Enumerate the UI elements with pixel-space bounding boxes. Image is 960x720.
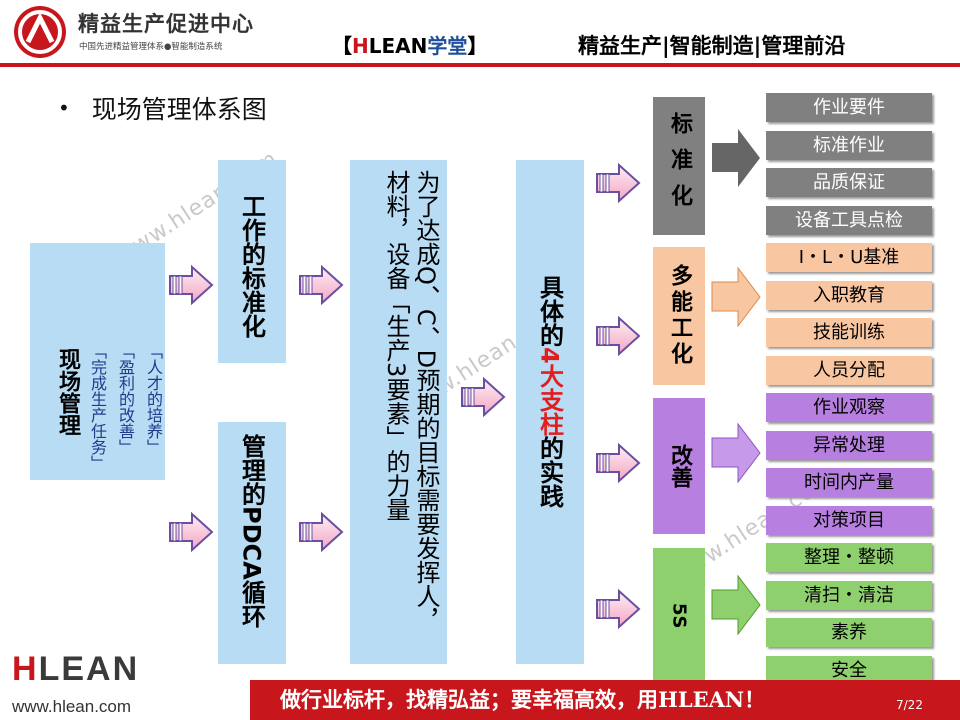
header-divider [0,63,960,67]
arrow-icon [711,422,761,484]
goal-item: 「人才的培养」 [144,343,163,455]
slide-title-text: 现场管理体系图 [91,95,267,124]
pillar-item: 品质保证 [766,168,932,197]
pillar-item: 人员分配 [766,356,932,385]
practice-label: 具体的4大支柱的实践 [533,275,568,664]
practice-after: 的实践 [535,435,564,508]
brand-open: 【 [332,34,352,58]
pillar-label: 多能工化 [667,264,692,368]
standardized-work-box: 工作的标准化 [218,160,286,363]
footer-slogan: 做行业标杆，找精弘益；要幸福高效，用HLEAN！ [280,687,766,712]
pillar-item: 整理・整顿 [766,543,932,572]
field-management-box: 现场管理 「人才的培养」 「盈利的改善」 「完成生产任务」 [30,243,165,480]
footer-logo-h: H [12,650,39,688]
purpose-box: 为了达成Q、C、D预期的目标需要发挥人，材料，设备「生产3要素」的力量 [350,160,447,664]
footer-logo: HLEAN [12,650,139,689]
page-number: 7/22 [896,698,923,712]
pillar-label: 5S [668,603,690,629]
arrow-icon [711,574,761,636]
pillar-label: 标准化 [667,112,692,220]
pillar-label: 改善 [667,444,692,488]
pillar-5s: 5S [653,548,705,684]
brand-title: 【HLEAN学堂】 [332,30,487,59]
brand-h: H [352,34,369,58]
arrow-icon [596,317,640,355]
slide-title: • 现场管理体系图 [58,90,267,126]
arrow-icon [461,378,505,416]
practice-highlight: 4大支柱 [535,347,564,436]
arrow-icon [169,266,213,304]
pillar-item: 素养 [766,618,932,647]
arrow-icon [596,444,640,482]
pillar-item: 设备工具点检 [766,206,932,235]
practice-before: 具体的 [535,275,564,347]
pillar-item: I・L・U基准 [766,243,932,272]
pillar-kaizen: 改善 [653,398,705,534]
field-management-label: 现场管理 [55,348,80,436]
pdca-cycle-box: 管理的PDCA循环 [218,422,286,664]
footer-bar [250,680,960,720]
arrow-icon [299,266,343,304]
arrow-icon [711,266,761,328]
pillar-item: 作业观察 [766,393,932,422]
practice-box: 具体的4大支柱的实践 [516,160,584,664]
org-subtitle: 中国先进精益管理体系●智能制造系统 [79,42,223,52]
brand-lean: LEAN [368,34,428,58]
pillar-multiskill: 多能工化 [653,247,705,385]
brand-close: 】 [467,34,488,58]
arrow-icon [169,513,213,551]
arrow-icon [596,590,640,628]
header-tagline: 精益生产|智能制造|管理前沿 [578,34,846,58]
pillar-standardization: 标准化 [653,97,705,235]
goal-item: 「完成生产任务」 [88,343,107,471]
pillar-item: 作业要件 [766,93,932,122]
arrow-icon [712,129,760,187]
pillar-item: 入职教育 [766,281,932,310]
org-name: 精益生产促进中心 [78,12,254,36]
purpose-text: 为了达成Q、C、D预期的目标需要发挥人，材料，设备「生产3要素」的力量 [382,170,440,633]
arrow-icon [596,164,640,202]
pillar-item: 对策项目 [766,506,932,535]
pillar-item: 异常处理 [766,431,932,460]
pillar-item: 标准作业 [766,131,932,160]
bullet-icon: • [58,96,70,120]
pdca-cycle-label: 管理的PDCA循环 [237,434,266,628]
footer-url: www.hlean.com [12,697,132,716]
goal-item: 「盈利的改善」 [116,343,135,455]
pillar-item: 技能训练 [766,318,932,347]
pillar-item: 清扫・清洁 [766,581,932,610]
footer-logo-rest: LEAN [38,650,140,688]
logo-icon [14,6,66,58]
brand-xuetang: 学堂 [427,34,468,58]
pillar-item: 时间内产量 [766,468,932,497]
arrow-icon [299,513,343,551]
standardized-work-label: 工作的标准化 [237,194,266,338]
